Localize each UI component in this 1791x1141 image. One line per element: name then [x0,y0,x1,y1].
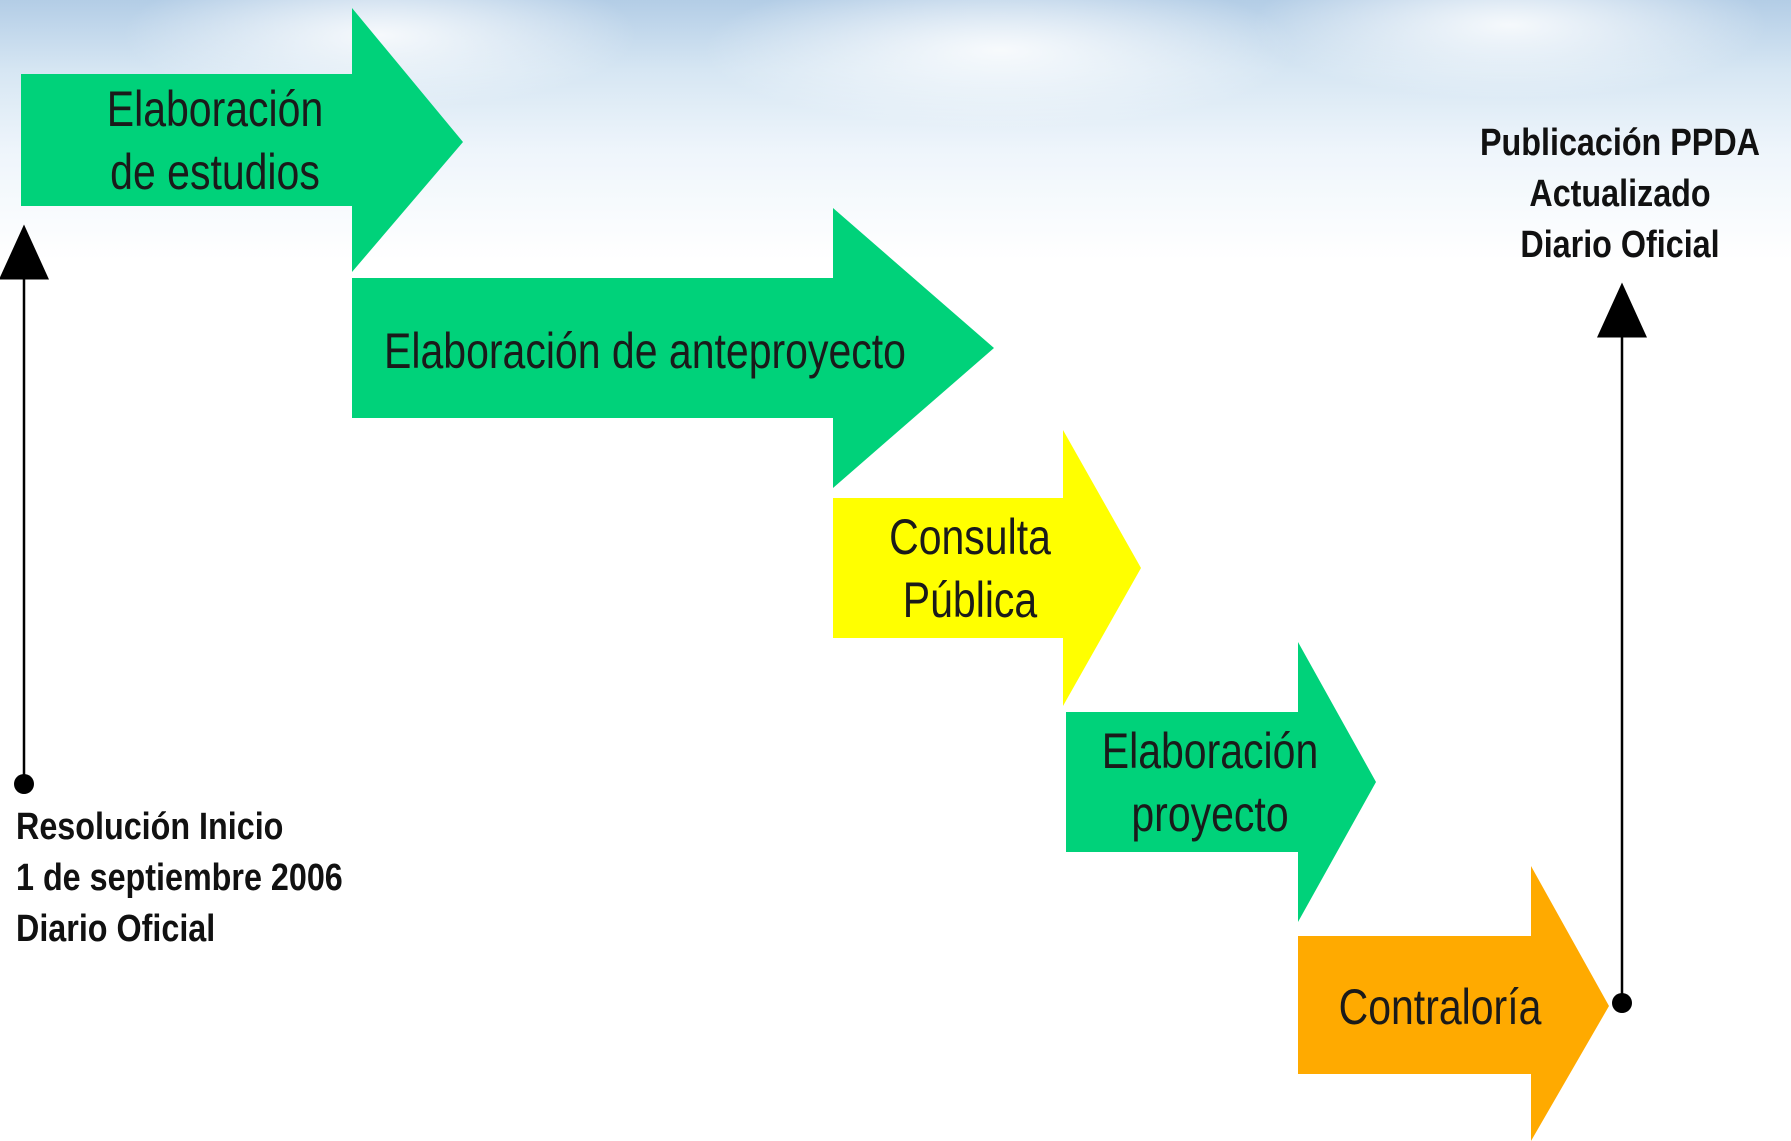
step-arrow-contraloria [1298,866,1609,1141]
step-label-contraloria: Contraloría [1338,978,1542,1035]
step-arrow-consulta [833,430,1141,706]
end-milestone-dot [1612,993,1632,1013]
step-arrow-proyecto [1066,642,1376,922]
step-label-estudios: Elaboración de estudios [106,81,324,200]
step-label-consulta: Consulta Pública [889,509,1051,628]
step-arrow-anteproyecto [352,208,994,488]
step-label-proyecto: Elaboración proyecto [1101,723,1319,842]
start-milestone-label: Resolución Inicio 1 de septiembre 2006 D… [16,806,343,950]
end-milestone-label: Publicación PPDA Actualizado Diario Ofic… [1480,122,1760,266]
cloud-decoration [700,0,1300,130]
step-arrow-estudios [21,8,463,272]
start-milestone-dot [14,774,34,794]
step-label-anteproyecto: Elaboración de anteproyecto [384,322,906,379]
